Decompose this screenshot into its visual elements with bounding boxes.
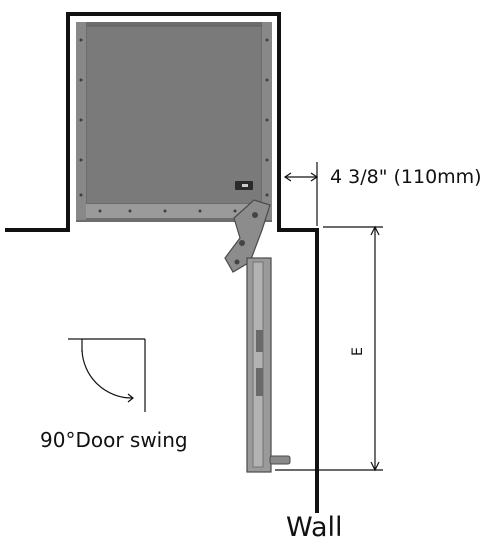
lift-unit bbox=[76, 22, 272, 222]
cabinet-outline bbox=[5, 12, 319, 513]
hinge-mechanism bbox=[224, 199, 291, 473]
lift-base-plate bbox=[86, 204, 264, 218]
clearance-dimension bbox=[283, 162, 319, 226]
door-bracket-mid bbox=[256, 368, 263, 396]
dimension-e bbox=[275, 225, 383, 472]
wall-label: Wall bbox=[286, 512, 343, 543]
dimension-e-label: E bbox=[350, 347, 366, 356]
door-swing-symbol bbox=[68, 338, 146, 412]
rail-holes bbox=[79, 38, 269, 213]
door-handle bbox=[269, 455, 291, 465]
clearance-label: 4 3/8" (110mm) bbox=[330, 166, 482, 188]
lift-panel bbox=[85, 25, 263, 205]
door-bracket-top bbox=[256, 330, 263, 352]
door-inner-rail bbox=[252, 261, 264, 468]
door-swing-label: 90°Door swing bbox=[40, 428, 188, 452]
